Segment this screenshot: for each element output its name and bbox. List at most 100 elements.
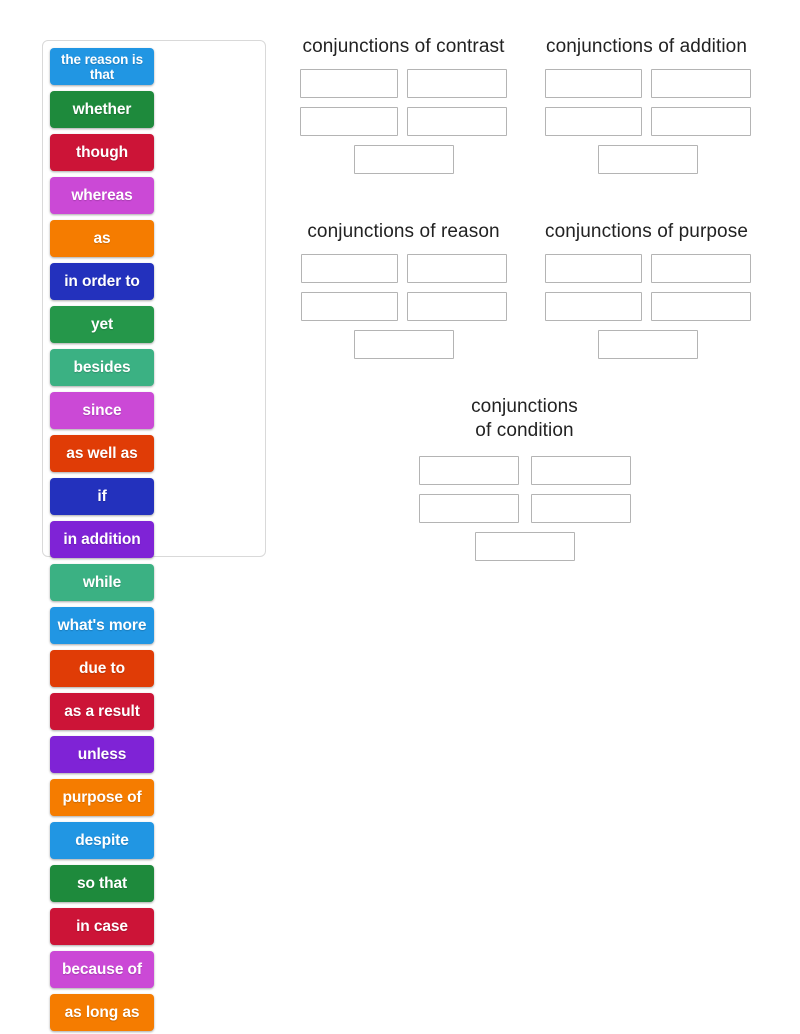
word-tile-label: as well as — [66, 445, 138, 462]
word-tile-label: whether — [72, 101, 132, 118]
word-tile[interactable]: whereas — [50, 177, 154, 214]
category-condition: conjunctions of condition — [412, 395, 637, 570]
word-tile-label: because of — [62, 961, 142, 978]
category-slots-reason — [291, 254, 516, 359]
slot-row — [291, 107, 516, 136]
slot-row — [413, 494, 637, 523]
word-tile[interactable]: because of — [50, 951, 154, 988]
slot-row — [536, 145, 759, 174]
word-tile-label: yet — [90, 316, 114, 333]
drop-slot[interactable] — [353, 145, 454, 174]
drop-slot[interactable] — [300, 254, 398, 283]
word-tile-label: since — [82, 402, 122, 419]
word-tile[interactable]: since — [50, 392, 154, 429]
word-tile[interactable]: what's more — [50, 607, 154, 644]
word-tile-grid: the reason is that whether though whereas as… — [48, 45, 260, 1034]
word-tile-label: while — [82, 574, 122, 591]
word-tile[interactable]: though — [50, 134, 154, 171]
word-tile[interactable]: so that — [50, 865, 154, 902]
drop-slot[interactable] — [406, 254, 507, 283]
drop-slot[interactable] — [544, 107, 642, 136]
drop-slot[interactable] — [407, 107, 507, 136]
drop-slot[interactable] — [597, 330, 698, 359]
drop-slot[interactable] — [300, 107, 398, 136]
word-tile[interactable]: yet — [50, 306, 154, 343]
slot-row — [536, 69, 759, 98]
category-addition: conjunctions of addition — [534, 35, 759, 183]
drop-slot[interactable] — [650, 254, 751, 283]
word-tile[interactable]: due to — [50, 650, 154, 687]
word-tile-label: due to — [79, 660, 125, 677]
drop-slot[interactable] — [597, 145, 698, 174]
drop-slot[interactable] — [544, 69, 642, 98]
category-title-reason: conjunctions of reason — [307, 221, 500, 242]
drop-slot[interactable] — [544, 254, 642, 283]
word-tile-panel: the reason is that whether though whereas as… — [42, 40, 266, 1031]
drop-slot[interactable] — [650, 69, 751, 98]
word-tile[interactable]: if — [50, 478, 154, 515]
drop-slot[interactable] — [531, 494, 631, 523]
slot-row — [413, 456, 637, 485]
drop-slot[interactable] — [300, 292, 398, 321]
word-tile-label: as — [93, 230, 111, 247]
slot-row — [291, 254, 516, 283]
word-tile[interactable]: as — [50, 220, 154, 257]
word-tile[interactable]: in case — [50, 908, 154, 945]
word-tile[interactable]: whether — [50, 91, 154, 128]
drop-slot[interactable] — [531, 456, 631, 485]
word-tile-label: the reason is that — [61, 51, 143, 82]
word-tile[interactable]: as long as — [50, 994, 154, 1031]
word-tile-label: as long as — [64, 1004, 140, 1021]
word-tile-label: despite — [75, 832, 129, 849]
drop-slot[interactable] — [419, 494, 519, 523]
drop-slot[interactable] — [475, 532, 575, 561]
word-tile[interactable]: purpose of — [50, 779, 154, 816]
slot-row — [291, 69, 516, 98]
word-tile[interactable]: in addition — [50, 521, 154, 558]
word-tile[interactable]: as well as — [50, 435, 154, 472]
word-tile-label: though — [76, 144, 128, 161]
category-purpose: conjunctions of purpose — [534, 220, 759, 368]
category-title-contrast: conjunctions of contrast — [302, 36, 505, 57]
word-tile[interactable]: besides — [50, 349, 154, 386]
slot-row — [536, 292, 759, 321]
word-tile-label: what's more — [57, 617, 147, 634]
drop-slot[interactable] — [650, 292, 751, 321]
drop-slot[interactable] — [650, 107, 751, 136]
category-slots-condition — [413, 456, 637, 561]
word-tile-label: so that — [76, 875, 128, 892]
word-tile-label: unless — [77, 746, 127, 763]
category-contrast: conjunctions of contrast — [291, 35, 516, 183]
slot-row — [291, 330, 516, 359]
word-tile-label: whereas — [71, 187, 133, 204]
drop-slot[interactable] — [407, 69, 507, 98]
drop-slot[interactable] — [406, 292, 507, 321]
drop-slot[interactable] — [544, 292, 642, 321]
word-tile-label: as a result — [64, 703, 140, 720]
word-tile[interactable]: unless — [50, 736, 154, 773]
slot-row — [536, 330, 759, 359]
word-tile[interactable]: the reason is that — [50, 48, 154, 85]
word-tile-label: if — [97, 488, 107, 505]
word-tile-label: purpose of — [62, 789, 142, 806]
word-tile[interactable]: while — [50, 564, 154, 601]
category-slots-contrast — [291, 69, 516, 174]
drop-slot[interactable] — [300, 69, 398, 98]
slot-row — [291, 145, 516, 174]
category-title-addition: conjunctions of addition — [546, 36, 747, 57]
slot-row — [536, 107, 759, 136]
word-tile[interactable]: as a result — [50, 693, 154, 730]
category-reason: conjunctions of reason — [291, 220, 516, 368]
word-tile[interactable]: despite — [50, 822, 154, 859]
slot-row — [536, 254, 759, 283]
drop-slot[interactable] — [419, 456, 519, 485]
word-tile-label: in addition — [63, 531, 141, 548]
drop-slot[interactable] — [353, 330, 454, 359]
word-tile-label: in case — [76, 918, 128, 935]
category-title-condition: conjunctions of condition — [471, 396, 578, 441]
slot-row — [413, 532, 637, 561]
word-tile[interactable]: in order to — [50, 263, 154, 300]
category-slots-purpose — [536, 254, 759, 359]
word-tile-label: in order to — [64, 273, 140, 290]
category-title-purpose: conjunctions of purpose — [545, 221, 748, 242]
